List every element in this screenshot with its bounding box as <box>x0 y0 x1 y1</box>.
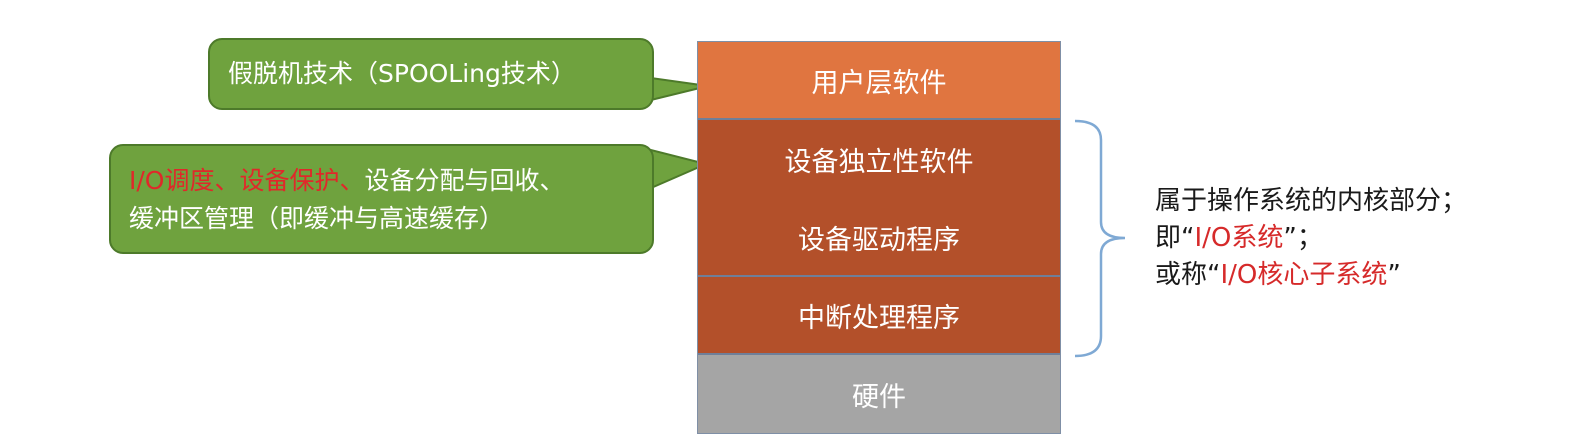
device-independent-software: 设备独立性软件 <box>698 120 1060 199</box>
interrupt-handler: 中断处理程序 <box>698 277 1060 355</box>
callout-line-2: 缓冲区管理（即缓冲与高速缓存） <box>129 204 505 233</box>
line2-suffix: ”； <box>1283 223 1323 253</box>
line3-suffix: ” <box>1387 260 1401 290</box>
device-independent-callout: I/O调度、设备保护、设备分配与回收、 缓冲区管理（即缓冲与高速缓存） <box>109 144 654 254</box>
kernel-brace <box>1074 119 1126 358</box>
kernel-note-line-1: 属于操作系统的内核部分； <box>1155 186 1468 216</box>
device-driver: 设备驱动程序 <box>698 199 1060 277</box>
kernel-note-line-2: 即“I/O系统”； <box>1155 220 1467 257</box>
spooling-callout-text: 假脱机技术（SPOOLing技术） <box>228 59 576 88</box>
spooling-callout: 假脱机技术（SPOOLing技术） <box>208 38 654 110</box>
io-system-highlight: I/O系统 <box>1194 223 1284 253</box>
user-layer-software: 用户层软件 <box>698 42 1060 120</box>
io-scheduling-text: I/O调度 <box>129 166 215 195</box>
kernel-note: 属于操作系统的内核部分； 即“I/O系统”； 或称“I/O核心子系统” <box>1155 183 1467 294</box>
io-layer-stack: 用户层软件 设备独立性软件 设备驱动程序 中断处理程序 硬件 <box>697 41 1061 434</box>
device-protection-text: 设备保护 <box>239 166 340 195</box>
line3-prefix: 或称“ <box>1155 260 1221 290</box>
separator-1: 、 <box>214 166 240 195</box>
hardware-layer: 硬件 <box>698 355 1060 433</box>
allocation-text: 设备分配与回收、 <box>364 166 565 195</box>
kernel-note-line-3: 或称“I/O核心子系统” <box>1155 257 1467 294</box>
separator-2: 、 <box>339 166 365 195</box>
line2-prefix: 即“ <box>1155 223 1195 253</box>
callout-line-1: I/O调度、设备保护、设备分配与回收、 <box>129 162 634 200</box>
io-core-subsystem-highlight: I/O核心子系统 <box>1220 260 1388 290</box>
